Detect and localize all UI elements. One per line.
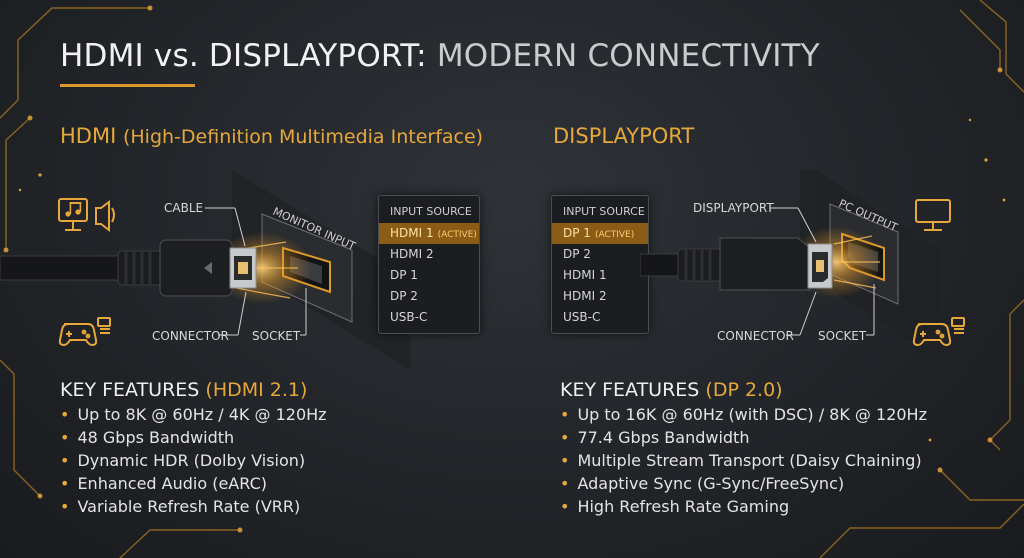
list-item: Up to 16K @ 60Hz (with DSC) / 8K @ 120Hz <box>560 403 927 426</box>
dp-menu-item-usbc[interactable]: USB-C <box>552 307 648 328</box>
list-item: High Refresh Rate Gaming <box>560 495 927 518</box>
gamepad-console-icon <box>912 317 965 347</box>
dp-connector-label: CONNECTOR <box>717 329 794 343</box>
hdmi-input-source-menu: INPUT SOURCE HDMI 1(ACTIVE) HDMI 2 DP 1 … <box>378 195 480 334</box>
dp-heading-main: DISPLAYPORT <box>553 124 695 148</box>
hdmi-heading-main: HDMI <box>60 124 117 148</box>
dp-cable <box>640 253 683 277</box>
hdmi-strain-relief <box>117 250 165 286</box>
dp-menu-item-hdmi1[interactable]: HDMI 1 <box>552 265 648 286</box>
menu-item-label: DP 2 <box>390 289 418 303</box>
menu-item-label: USB-C <box>390 310 428 324</box>
dp-cable-label: DISPLAYPORT <box>693 201 774 215</box>
dp-heading: DISPLAYPORT <box>553 124 694 148</box>
menu-item-label: HDMI 2 <box>390 247 434 261</box>
hdmi-menu-item-hdmi2[interactable]: HDMI 2 <box>379 244 479 265</box>
hdmi-socket-label: SOCKET <box>252 329 301 343</box>
hdmi-connector-label: CONNECTOR <box>152 329 229 343</box>
dp-features-list: Up to 16K @ 60Hz (with DSC) / 8K @ 120Hz… <box>560 403 927 518</box>
menu-item-label: DP 2 <box>563 247 591 261</box>
dp-features-title: KEY FEATURES <box>560 379 700 401</box>
hdmi-features-heading: KEY FEATURES (HDMI 2.1) <box>60 379 307 401</box>
dp-menu-item-dp1[interactable]: DP 1(ACTIVE) <box>552 223 648 244</box>
list-item: Up to 8K @ 60Hz / 4K @ 120Hz <box>60 403 326 426</box>
dp-features-version: (DP 2.0) <box>705 379 783 401</box>
list-item: Enhanced Audio (eARC) <box>60 472 327 495</box>
page-title: HDMI vs. DISPLAYPORT: MODERN CONNECTIVIT… <box>60 38 820 74</box>
music-speaker-monitor-icon <box>58 198 115 232</box>
dp-menu-item-hdmi2[interactable]: HDMI 2 <box>552 286 648 307</box>
list-item: 48 Gbps Bandwidth <box>60 426 327 449</box>
hdmi-heading: HDMI (High-Definition Multimedia Interfa… <box>60 124 483 148</box>
dp-connector-body <box>719 237 811 291</box>
menu-item-label: HDMI 1 <box>390 226 434 240</box>
menu-item-label: DP 1 <box>390 268 418 282</box>
hdmi-menu-header: INPUT SOURCE <box>390 205 472 218</box>
hdmi-features-list: Up to 8K @ 60Hz / 4K @ 120Hz 48 Gbps Ban… <box>60 403 327 518</box>
menu-item-label: DP 1 <box>563 226 591 240</box>
hdmi-cable-label: CABLE <box>164 201 203 215</box>
title-part-2: MODERN CONNECTIVITY <box>436 38 820 74</box>
hdmi-menu-item-dp2[interactable]: DP 2 <box>379 286 479 307</box>
list-item: Multiple Stream Transport (Daisy Chainin… <box>560 449 927 472</box>
hdmi-cable <box>0 255 131 281</box>
hdmi-connector-tip <box>229 247 257 289</box>
list-item: Adaptive Sync (G-Sync/FreeSync) <box>560 472 927 495</box>
dp-connector-tip <box>807 243 833 289</box>
hdmi-connector-body <box>159 239 233 297</box>
gamepad-console-icon <box>58 317 111 347</box>
active-tag: (ACTIVE) <box>437 230 477 240</box>
monitor-icon <box>915 199 951 231</box>
hdmi-menu-item-usbc[interactable]: USB-C <box>379 307 479 328</box>
dp-socket-label: SOCKET <box>818 329 867 343</box>
hdmi-features-version: (HDMI 2.1) <box>205 379 308 401</box>
title-part-1: HDMI vs. DISPLAYPORT: <box>60 38 427 74</box>
dp-features-heading: KEY FEATURES (DP 2.0) <box>560 379 783 401</box>
hdmi-menu-item-hdmi1[interactable]: HDMI 1(ACTIVE) <box>379 223 479 244</box>
dp-illustration: PC OUTPUT DISPLAYPORT CONNECTOR SOCKET <box>640 170 940 360</box>
hdmi-illustration: MONITOR INPUT CABLE CONNECTOR SOCKET <box>0 170 410 370</box>
hdmi-features-title: KEY FEATURES <box>60 379 200 401</box>
dp-input-source-menu: INPUT SOURCE DP 1(ACTIVE) DP 2 HDMI 1 HD… <box>551 195 649 334</box>
active-tag: (ACTIVE) <box>594 230 635 240</box>
hdmi-menu-item-dp1[interactable]: DP 1 <box>379 265 479 286</box>
menu-item-label: HDMI 1 <box>563 268 607 282</box>
dp-menu-item-dp2[interactable]: DP 2 <box>552 244 648 265</box>
menu-item-label: USB-C <box>563 310 601 324</box>
hdmi-heading-sub: (High-Definition Multimedia Interface) <box>122 126 484 148</box>
title-underline <box>60 84 195 87</box>
menu-item-label: HDMI 2 <box>563 289 607 303</box>
dp-strain-relief <box>677 248 725 282</box>
list-item: Dynamic HDR (Dolby Vision) <box>60 449 327 472</box>
dp-menu-header: INPUT SOURCE <box>563 205 645 218</box>
list-item: 77.4 Gbps Bandwidth <box>560 426 927 449</box>
list-item: Variable Refresh Rate (VRR) <box>60 495 327 518</box>
